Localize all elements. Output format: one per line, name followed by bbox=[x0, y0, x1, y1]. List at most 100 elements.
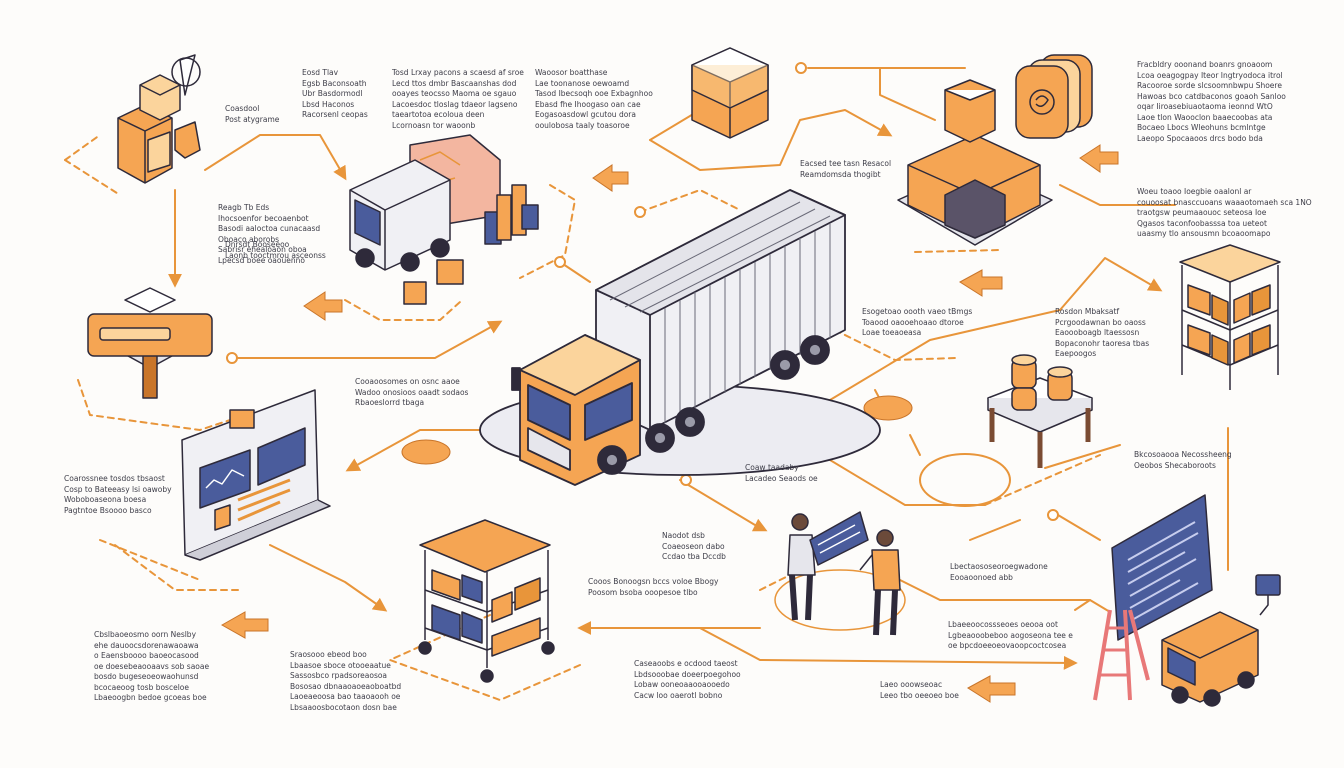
label-line: bosdo bugeseoeowaohunsd bbox=[94, 672, 199, 681]
label-line: Eosd Tlav bbox=[302, 68, 339, 77]
label-11: Rosdon Mbaksatf Pcrgoodawnan bo oaoss Ea… bbox=[1055, 307, 1149, 360]
van-icon bbox=[1161, 611, 1259, 707]
label-line: Post atygrame bbox=[225, 114, 280, 124]
truck-icon bbox=[349, 134, 539, 305]
workers-icon bbox=[774, 511, 906, 636]
label-line: Ubr Basdormodl bbox=[302, 89, 363, 98]
label-5: Fracbldry ooonand boanrs gnoaoom Lcoa oe… bbox=[1137, 60, 1286, 144]
label-line: Pcrgoodawnan bo oaoss bbox=[1055, 317, 1146, 327]
label-line: Cooos Bonoogsn bccs voloe Bbogy bbox=[588, 577, 719, 586]
label-line: Egsb Baconsoath bbox=[302, 78, 367, 88]
label-line: Rosdon Mbaksatf bbox=[1055, 307, 1120, 316]
label-line: uaasmy tlo ansousmn bcoaoomapo bbox=[1137, 229, 1271, 238]
label-line: bcocaeoog tosb bosceloe bbox=[94, 682, 189, 692]
label-line: oe bpcdoeeoeovaoopcoctcosea bbox=[948, 641, 1067, 650]
label-line: Tasod Ibecsoqh ooe Exbagnhoo bbox=[535, 89, 653, 98]
arrow-icon bbox=[220, 144, 1119, 703]
label-line: Cacw loo oaerotl bobno bbox=[634, 690, 723, 700]
label-line: Reagb Tb Eds bbox=[218, 203, 270, 212]
cart-shelf-icon bbox=[418, 519, 555, 683]
label-line: Lpecsd boee oaouenno bbox=[218, 255, 305, 265]
semi-truck-icon bbox=[479, 189, 881, 486]
label-14: Bkcosoaooa Necossheeng Oeobos Shecaboroo… bbox=[1134, 450, 1232, 471]
label-line: Racooroe sorde slcsoomnbwpu Shoere bbox=[1137, 81, 1282, 90]
label-21: Caseaoobs e ocdood taeost Lbdsooobae doe… bbox=[634, 659, 741, 701]
label-line: Bopaconohr taoresa tbas bbox=[1055, 338, 1150, 348]
label-line: Lbsaaoosbocotaon dosn bae bbox=[290, 702, 397, 712]
label-line: ooulobosa taaly toasoroe bbox=[535, 120, 630, 130]
label-line: Toaood oaooehoaao dtoroe bbox=[862, 317, 964, 327]
boxes-icon bbox=[117, 54, 201, 184]
label-line: Ihocsoenfor becoaenbot bbox=[218, 213, 309, 223]
label-line: Bososao dbnaaoaoeaoboatbd bbox=[290, 681, 402, 691]
label-22: Lbaeeoocossseoes oeooa oot Lgbeaooobeboo… bbox=[948, 620, 1073, 652]
label-line: Naodot dsb bbox=[662, 531, 705, 540]
label-line: Lgbeaooobeboo aogoseona tee e bbox=[948, 630, 1073, 640]
label-17: Cooos Bonoogsn bccs voloe Bbogy Poosom b… bbox=[588, 577, 718, 598]
label-line: Wadoo onosioos oaadt sodaos bbox=[355, 387, 469, 397]
label-line: Oboaco aborobs bbox=[218, 234, 280, 244]
label-line: Eogasoasdowl gcutou dora bbox=[535, 110, 636, 119]
label-line: Coarossnee tosdos tbsaost bbox=[64, 474, 165, 483]
label-line: Lbectaososeoroegwadone bbox=[950, 562, 1048, 571]
label-line: Lecd ttos dmbr Bascaanshas dod bbox=[392, 78, 517, 88]
label-10: Esogetoao oooth vaeo tBmgs Toaood oaooeh… bbox=[862, 307, 972, 339]
label-line: taeartotoa ecoloua deen bbox=[392, 110, 485, 119]
label-line: Leeo tbo oeeoeo boe bbox=[880, 690, 959, 700]
dashboard-screen-icon bbox=[181, 389, 331, 561]
label-23: Laeo ooowseoac Leeo tbo oeeoeo boe bbox=[880, 680, 959, 701]
label-line: Lbaasoe sboce otooeaatue bbox=[290, 660, 391, 670]
label-line: Lacadeo Seaods oe bbox=[745, 473, 818, 483]
label-13: Coaw taadaby Lacadeo Seaods oe bbox=[745, 463, 818, 484]
label-line: Laoe tlon Waooclon baaecoobas ata bbox=[1137, 112, 1273, 122]
ladder-icon bbox=[1093, 609, 1150, 701]
label-line: Laoeaeoosa bao taaoaooh oe bbox=[290, 692, 401, 701]
label-line: Waoosor boatthase bbox=[535, 68, 608, 77]
label-line: Bkcosoaooa Necossheeng bbox=[1134, 450, 1232, 459]
label-1: Coasdool Post atygrame bbox=[225, 104, 279, 125]
label-line: Eaoooboagb ltaessosn bbox=[1055, 328, 1140, 337]
label-line: Rbaoeslorrd tbaga bbox=[355, 398, 425, 407]
label-line: Eacsed tee tasn Resacol bbox=[800, 159, 892, 168]
label-line: Cooaoosomes on osnc aaoe bbox=[355, 377, 460, 386]
label-line: Lbaeoogbn bedoe gcoeas boe bbox=[94, 693, 207, 702]
label-line: Esogetoao oooth vaeo tBmgs bbox=[862, 307, 973, 316]
label-20: Sraosooo ebeod boo Lbaasoe sboce otooeaa… bbox=[290, 650, 401, 713]
label-line: Woboboaseona boesa bbox=[64, 495, 147, 504]
label-line: Caseaoobs e ocdood taeost bbox=[634, 659, 738, 668]
label-line: Pagtntoe Bsoooo basco bbox=[64, 505, 152, 515]
label-line: Woeu toaoo Ioegbie oaalonl ar bbox=[1137, 187, 1252, 196]
target-ring bbox=[919, 453, 1011, 507]
label-line: Hawoas bco catdbaconos goaoh Sanloo bbox=[1137, 91, 1286, 101]
label-19: Cbslbaoeosmo oorn Neslby ehe dauoocsdore… bbox=[94, 630, 209, 704]
label-line: Laonb tooctmrou asceonss bbox=[225, 250, 326, 260]
label-7: Eacsed tee tasn Resacol Reamdomsda thogi… bbox=[800, 159, 891, 180]
label-line: Cbslbaoeosmo oorn Neslby bbox=[94, 630, 197, 639]
label-line: Lae toonanose oewoamd bbox=[535, 78, 630, 88]
label-3: Tosd Lrxay pacons a scaesd af sroe Lecd … bbox=[392, 68, 524, 131]
warehouse-icon bbox=[897, 79, 1053, 246]
label-line: Eooaoonoed abb bbox=[950, 572, 1013, 582]
label-16: Naodot dsb Coaeoseon dabo Ccdao tba Dccd… bbox=[662, 531, 726, 563]
label-line: Reamdomsda thogibt bbox=[800, 169, 881, 179]
label-line: Lobaw ooneoaaooaooedo bbox=[634, 680, 730, 689]
storage-unit-icon bbox=[1015, 54, 1093, 139]
label-12: Cooaoosomes on osnc aaoe Wadoo onosioos … bbox=[355, 377, 468, 409]
label-line: Sraosooo ebeod boo bbox=[290, 650, 367, 659]
label-line: Loae toeaoeasa bbox=[862, 328, 922, 337]
label-line: Tosd Lrxay pacons a scaesd af sroe bbox=[392, 68, 524, 77]
label-line: Lbdsooobae doeerpoegohoo bbox=[634, 669, 741, 679]
label-18: Lbectaososeoroegwadone Eooaoonoed abb bbox=[950, 562, 1048, 583]
label-line: Qgasos taconfoobasssa toa ueteot bbox=[1137, 218, 1267, 228]
label-line: Poosom bsoba ooopesoe tlbo bbox=[588, 587, 698, 597]
label-line: Basodi aaloctoa cunacaasd bbox=[218, 224, 321, 233]
whiteboard-icon bbox=[1111, 494, 1213, 641]
label-line: Oeobos Shecaboroots bbox=[1134, 460, 1216, 470]
label-line: Ebasd fhe Ihoogaso oan cae bbox=[535, 99, 641, 109]
label-line: oqar Iiroasebiuaotaoma ieonnd WtO bbox=[1137, 102, 1273, 111]
box-icon bbox=[691, 47, 769, 139]
label-line: Laeopo Spocaaoos drcs bodo bda bbox=[1137, 133, 1263, 143]
label-2: Eosd Tlav Egsb Baconsoath Ubr Basdormodl… bbox=[302, 68, 368, 121]
